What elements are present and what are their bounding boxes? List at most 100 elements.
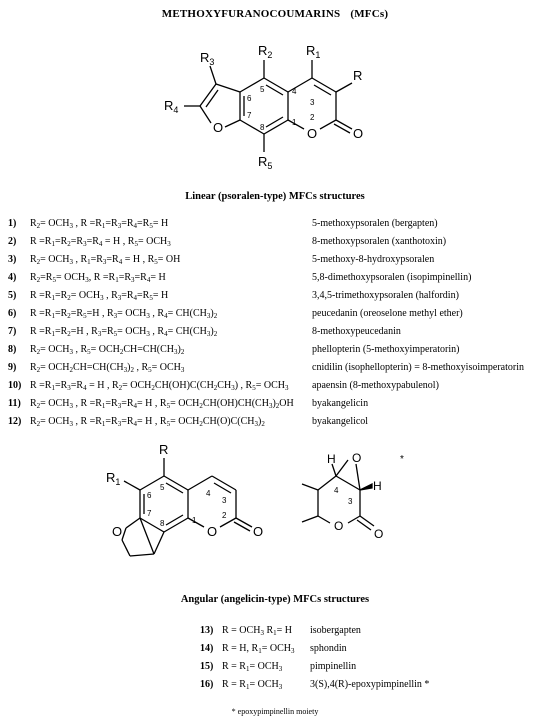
- linear-row: 6)R =R1=R2=R5=H , R3= OCH3 , R4= CH(CH3)…: [8, 305, 548, 323]
- substituent-formula: R2= OCH3 , R =R1=R3=R4= H , R5= OCH2CH(O…: [30, 413, 265, 431]
- formula-text: R: [263, 625, 274, 636]
- formula-subscript: 5: [134, 240, 138, 248]
- compound-name: sphondin: [310, 643, 347, 654]
- formula-text: =R: [90, 254, 103, 265]
- ring-number-2: 2: [310, 113, 315, 122]
- formula-subscript: 2: [36, 276, 41, 284]
- epoxide-moiety-diagram: H O H * 4 3 O O: [301, 451, 404, 541]
- formula-text: ): [210, 308, 214, 319]
- label-r4: R4: [164, 98, 178, 115]
- formula-text: =R: [54, 380, 68, 391]
- substituent-formula: R = R1= OCH3: [222, 658, 282, 676]
- formula-text: = OCH: [40, 416, 70, 427]
- formula-subscript: 5: [149, 222, 153, 230]
- epoxide-labels: H O H * 4 3 O O: [327, 451, 404, 541]
- formula-text: R: [30, 344, 37, 355]
- angular-structure-diagram: R R1 O O O 4 3 2 1 5 6 7 8: [106, 442, 263, 557]
- formula-text: , R: [149, 326, 165, 337]
- formula-text: = OCH: [170, 416, 200, 427]
- substituent-formula: R2= OCH2CH=CH(CH3)2 , R5= OCH3: [30, 359, 184, 377]
- angular-structure-bonds: [121, 475, 253, 557]
- compound-number: 14): [200, 643, 214, 654]
- formula-text: = CH(CH: [167, 308, 207, 319]
- compound-number: 7): [8, 326, 17, 337]
- label-r5: R5: [258, 154, 272, 171]
- formula-text: = H , R: [137, 398, 167, 409]
- ring-number-4: 4: [292, 87, 297, 96]
- formula-subscript: 2: [199, 402, 203, 410]
- formula-subscript: 3: [254, 420, 259, 428]
- formula-text: = OCH: [40, 344, 70, 355]
- formula-subscript: 3: [268, 402, 273, 410]
- formula-text: =R: [106, 254, 119, 265]
- formula-subscript: 3: [180, 366, 185, 374]
- label-r: R: [353, 68, 362, 83]
- formula-subscript: 2: [213, 330, 218, 338]
- angular-number-3: 3: [222, 496, 227, 505]
- formula-subscript: 1: [245, 683, 250, 691]
- formula-text: = OCH: [40, 362, 70, 373]
- formula-subscript: 2: [275, 402, 280, 410]
- formula-text: = H: [152, 290, 169, 301]
- compound-name: 3(S),4(R)-epoxypimpinellin *: [310, 679, 430, 690]
- formula-subscript: 5: [166, 420, 171, 428]
- label-o-carbonyl: O: [353, 126, 363, 141]
- formula-subscript: 2: [151, 384, 155, 392]
- compound-name: 5-methoxy-8-hydroxypsoralen: [312, 254, 435, 265]
- linear-row: 10)R =R1=R3=R4 = H , R2= OCH2CH(OH)C(CH2…: [8, 377, 548, 395]
- formula-text: ): [177, 344, 181, 355]
- formula-text: = OCH: [40, 218, 70, 229]
- compound-name: byakangelicin: [312, 398, 369, 409]
- formula-text: , R: [72, 344, 88, 355]
- substituent-formula: R =R1=R2= OCH3 , R3=R4=R5= H: [30, 287, 168, 305]
- angular-number-4: 4: [206, 489, 211, 498]
- formula-text: = OCH: [255, 380, 285, 391]
- formula-text: ): [210, 326, 214, 337]
- compound-name: isobergapten: [310, 625, 361, 636]
- formula-text: = H , R: [122, 254, 155, 265]
- formula-text: =R: [40, 272, 53, 283]
- linear-structure-labels: R2 R1 R R3 R4 R5 O O O 4 3 2 1 5 6 7 8: [164, 43, 363, 171]
- formula-subscript: 4: [98, 240, 103, 248]
- angular-number-6: 6: [147, 491, 152, 500]
- formula-text: = OCH: [249, 661, 279, 672]
- formula-subscript: 5: [166, 402, 171, 410]
- formula-text: ): [272, 398, 276, 409]
- label-o-ring: O: [307, 126, 317, 141]
- formula-text: =R: [54, 236, 68, 247]
- formula-subscript: 4: [164, 330, 168, 338]
- formula-subscript: 3: [278, 683, 283, 691]
- formula-text: , R =R: [72, 218, 102, 229]
- label-r3: R3: [200, 50, 214, 67]
- compound-name: cnidilin (isophellopterin) = 8-methoxyis…: [312, 362, 524, 373]
- formula-subscript: 2: [69, 366, 73, 374]
- formula-subscript: 2: [36, 258, 41, 266]
- formula-text: = OCH: [117, 308, 147, 319]
- formula-subscript: 3: [67, 384, 71, 392]
- label-angular-r1: R1: [106, 470, 120, 487]
- ring-number-3: 3: [310, 98, 315, 107]
- label-r1: R1: [306, 43, 320, 60]
- formula-subscript: 5: [83, 312, 87, 320]
- linear-heading: Linear (psoralen-type) MFCs structures: [185, 191, 365, 202]
- compound-number: 12): [8, 416, 22, 427]
- substituent-formula: R2= OCH3 , R =R1=R3=R4= H , R5= OCH2CH(O…: [30, 395, 294, 413]
- footnote: * epoxypimpinellin moiety: [231, 707, 319, 716]
- epoxide-star: *: [400, 454, 404, 465]
- formula-subscript: 1: [51, 384, 55, 392]
- angular-number-1: 1: [192, 516, 197, 525]
- formula-subscript: 1: [51, 312, 55, 320]
- compound-name: 3,4,5-trimethoxypsoralen (halfordin): [312, 290, 459, 301]
- linear-row: 11)R2= OCH3 , R =R1=R3=R4= H , R5= OCH2C…: [8, 395, 548, 413]
- substituent-formula: R =R1=R2=R3=R4 = H , R5= OCH3: [30, 233, 171, 251]
- compound-number: 5): [8, 290, 17, 301]
- ring-number-5: 5: [260, 85, 265, 94]
- formula-subscript: 5: [252, 384, 256, 392]
- compound-number: 9): [8, 362, 17, 373]
- formula-subscript: 5: [148, 366, 152, 374]
- angular-structure-labels: R R1 O O O 4 3 2 1 5 6 7 8: [106, 442, 263, 539]
- formula-subscript: 2: [36, 366, 41, 374]
- formula-text: R: [30, 218, 37, 229]
